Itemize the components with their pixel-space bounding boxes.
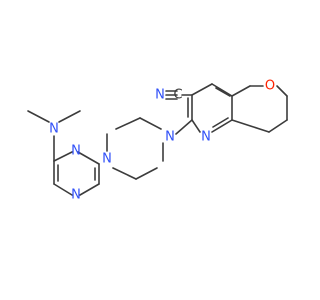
piperazine-ring bbox=[106, 117, 193, 180]
dimethylamino-nitrogen-label: N bbox=[49, 122, 59, 137]
molecule-structure: N C O N N N N N N bbox=[27, 79, 288, 203]
piperazine-nitrogen-1-label: N bbox=[165, 130, 175, 145]
pyridine-nitrogen-label: N bbox=[201, 130, 211, 145]
piperazine-nitrogen-4-label: N bbox=[102, 152, 112, 167]
nitrile-nitrogen-label: N bbox=[155, 88, 165, 103]
pyrimidine-nitrogen-3-label: N bbox=[71, 144, 81, 159]
pyran-ring bbox=[231, 85, 288, 133]
dimethylamino-group bbox=[27, 110, 81, 162]
nitrile-group bbox=[165, 90, 193, 100]
nitrile-carbon-label: C bbox=[173, 88, 182, 103]
pyrimidine-ring bbox=[53, 151, 100, 196]
pyridine-ring bbox=[187, 83, 233, 133]
ring-oxygen-label: O bbox=[265, 79, 275, 94]
pyrimidine-nitrogen-1-label: N bbox=[71, 188, 81, 203]
